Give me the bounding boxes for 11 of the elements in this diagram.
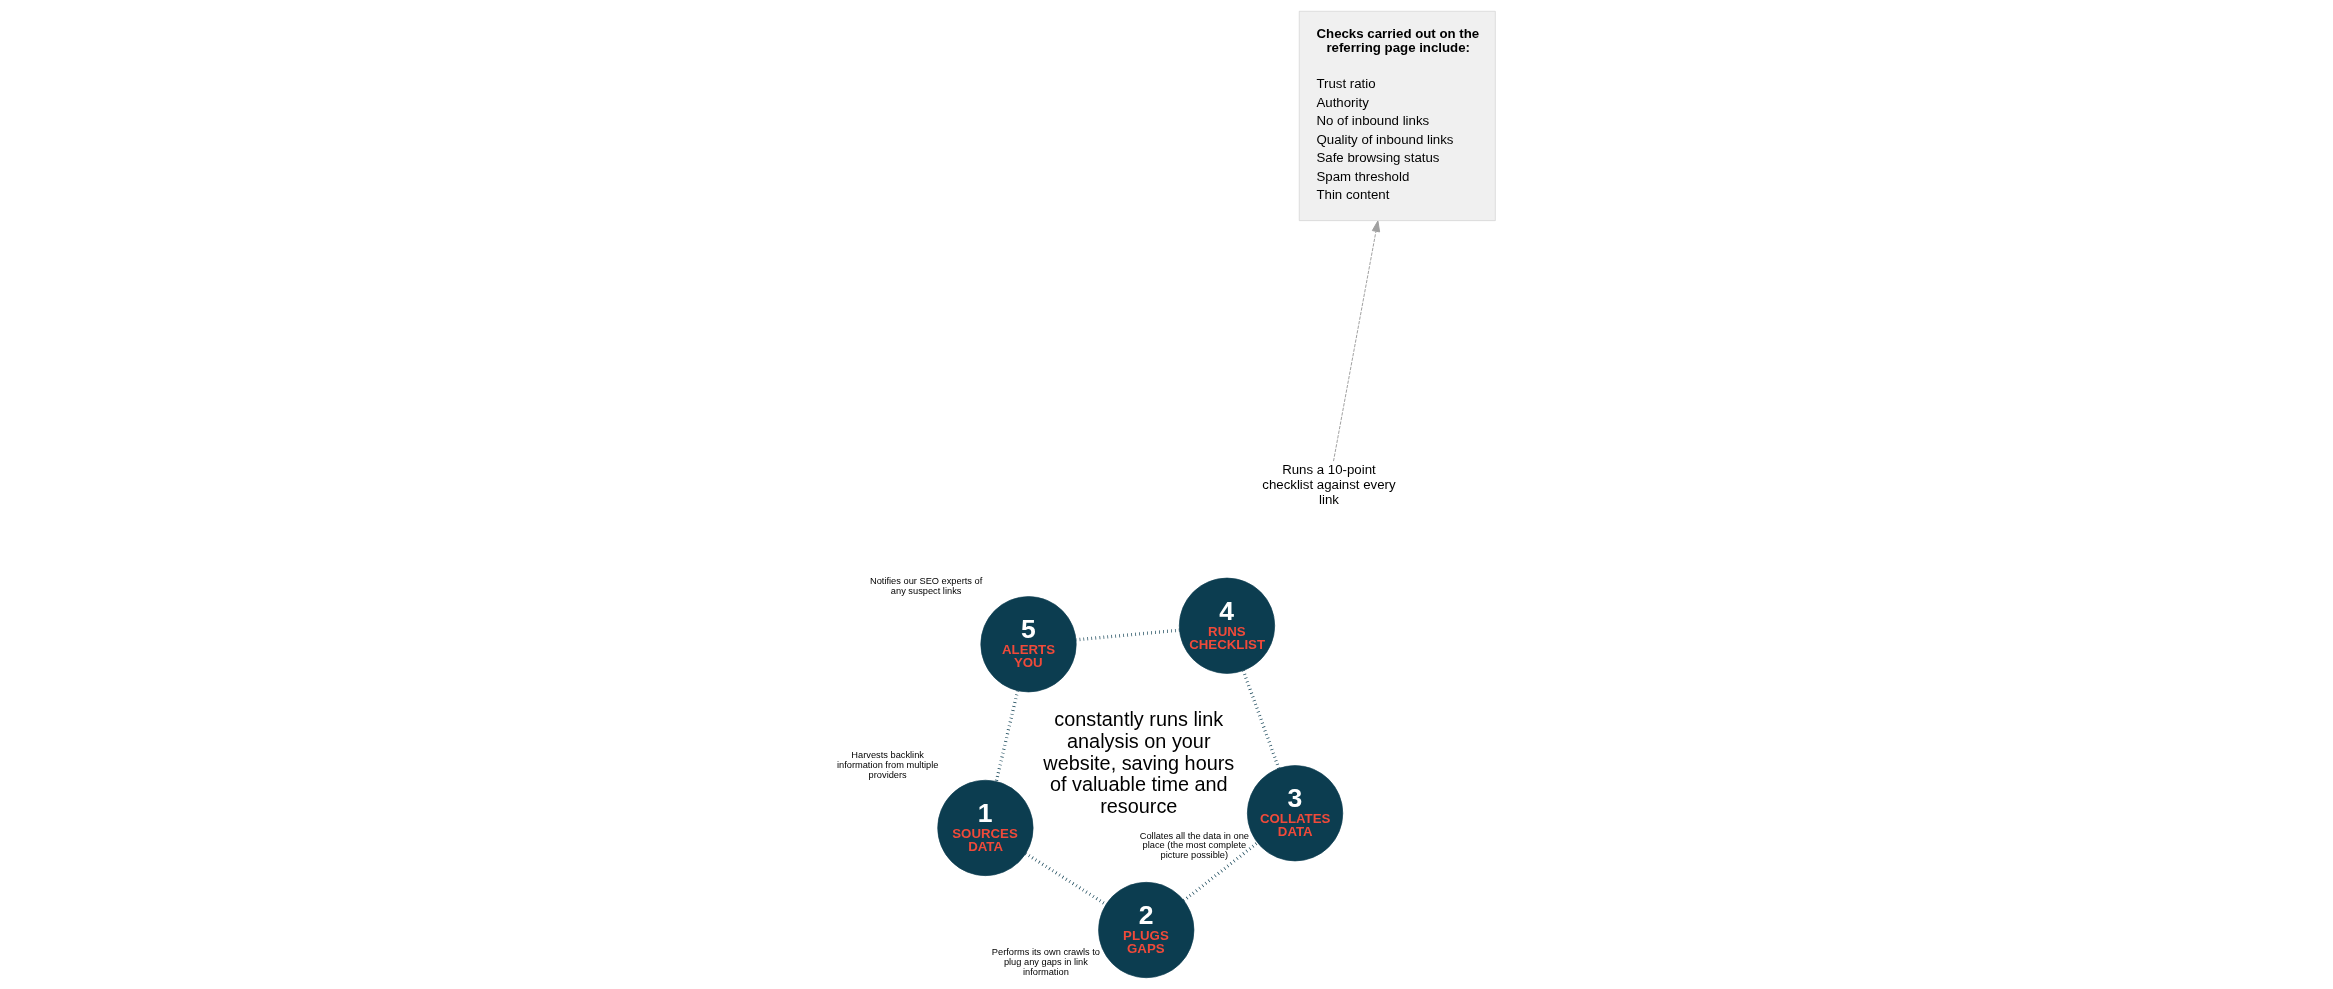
node-label: Harvests backlink information from multiple providers <box>836 749 939 780</box>
node-circle: 4 RUNS CHECKLIST <box>1178 577 1276 674</box>
node-label: Notifies our SEO experts of any suspect links <box>870 576 983 597</box>
node-circle: 5 ALERTS YOU <box>980 596 1077 693</box>
label: constantly runs link analysis on your website, saving hours of valuable time and resource <box>1043 707 1235 818</box>
arrow <box>1333 220 1381 462</box>
node-text: Runs a 10-point checklist against every link <box>1262 462 1396 507</box>
node-circle: 1 SOURCES DATA <box>937 779 1034 876</box>
node-label: Collates all the data in one place (the most complete picture possible) <box>1139 830 1249 861</box>
node-box: Checks carried out on the referring page include: Trust ratio Authority No of inbound links Quality of inbound links Safe browsing status Spam threshold Thin content <box>1298 10 1496 221</box>
node-label: Performs its own crawls to plug any gaps in link information <box>991 947 1100 978</box>
